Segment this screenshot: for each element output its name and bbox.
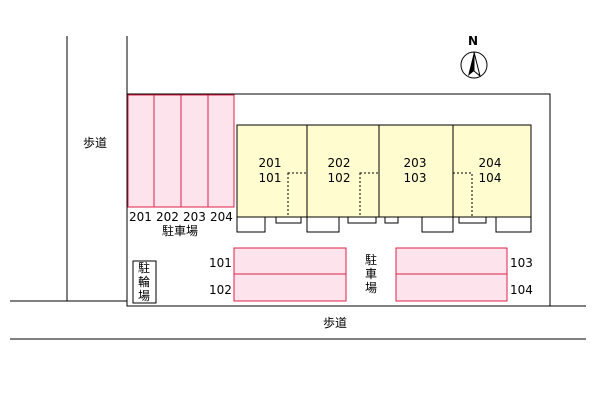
balcony	[236, 216, 266, 233]
parking-slot-104	[395, 273, 508, 302]
parking-slot-103	[395, 247, 508, 275]
balcony	[421, 216, 454, 233]
step	[275, 216, 302, 224]
step	[347, 216, 377, 224]
bottom-parking-slots	[233, 247, 508, 302]
parking-slot-202	[153, 94, 182, 208]
compass-north-label: N	[468, 34, 479, 48]
balcony	[495, 216, 532, 233]
unit-upper-number: 201	[258, 156, 282, 170]
building	[236, 124, 532, 233]
top-slot-number: 203	[183, 210, 206, 224]
parking-slot-203	[180, 94, 209, 208]
sidewalk-left-label: 歩道	[83, 136, 108, 150]
parking-slot-204	[207, 94, 235, 208]
top-parking-slots	[127, 94, 235, 208]
top-slot-number: 201	[129, 210, 152, 224]
bottom-parking-label: 駐車場	[364, 253, 377, 295]
building-body	[236, 124, 532, 218]
step	[458, 216, 487, 224]
top-parking-label: 駐車場	[162, 224, 199, 238]
bottom-slot-number: 104	[510, 283, 533, 297]
bottom-slot-number: 102	[209, 283, 232, 297]
top-slot-number: 204	[210, 210, 233, 224]
unit-lower-number: 104	[478, 171, 502, 185]
unit-upper-number: 204	[478, 156, 502, 170]
unit-upper-number: 202	[327, 156, 351, 170]
top-slot-number: 202	[156, 210, 179, 224]
parking-slot-101	[233, 247, 347, 275]
north-compass-icon	[460, 51, 488, 79]
bottom-slot-number: 103	[510, 256, 533, 270]
unit-upper-number: 203	[403, 156, 427, 170]
balcony	[306, 216, 340, 233]
unit-lower-number: 101	[258, 171, 282, 185]
unit-lower-number: 102	[327, 171, 351, 185]
parking-slot-201	[127, 94, 155, 208]
sidewalk-bottom-label: 歩道	[323, 316, 348, 330]
parking-slot-102	[233, 273, 347, 302]
bicycle-parking-label: 駐輪場	[137, 261, 150, 303]
unit-lower-number: 103	[403, 171, 427, 185]
bicycle-parking-box	[132, 260, 157, 304]
bottom-slot-number: 101	[209, 256, 232, 270]
step	[384, 216, 399, 224]
